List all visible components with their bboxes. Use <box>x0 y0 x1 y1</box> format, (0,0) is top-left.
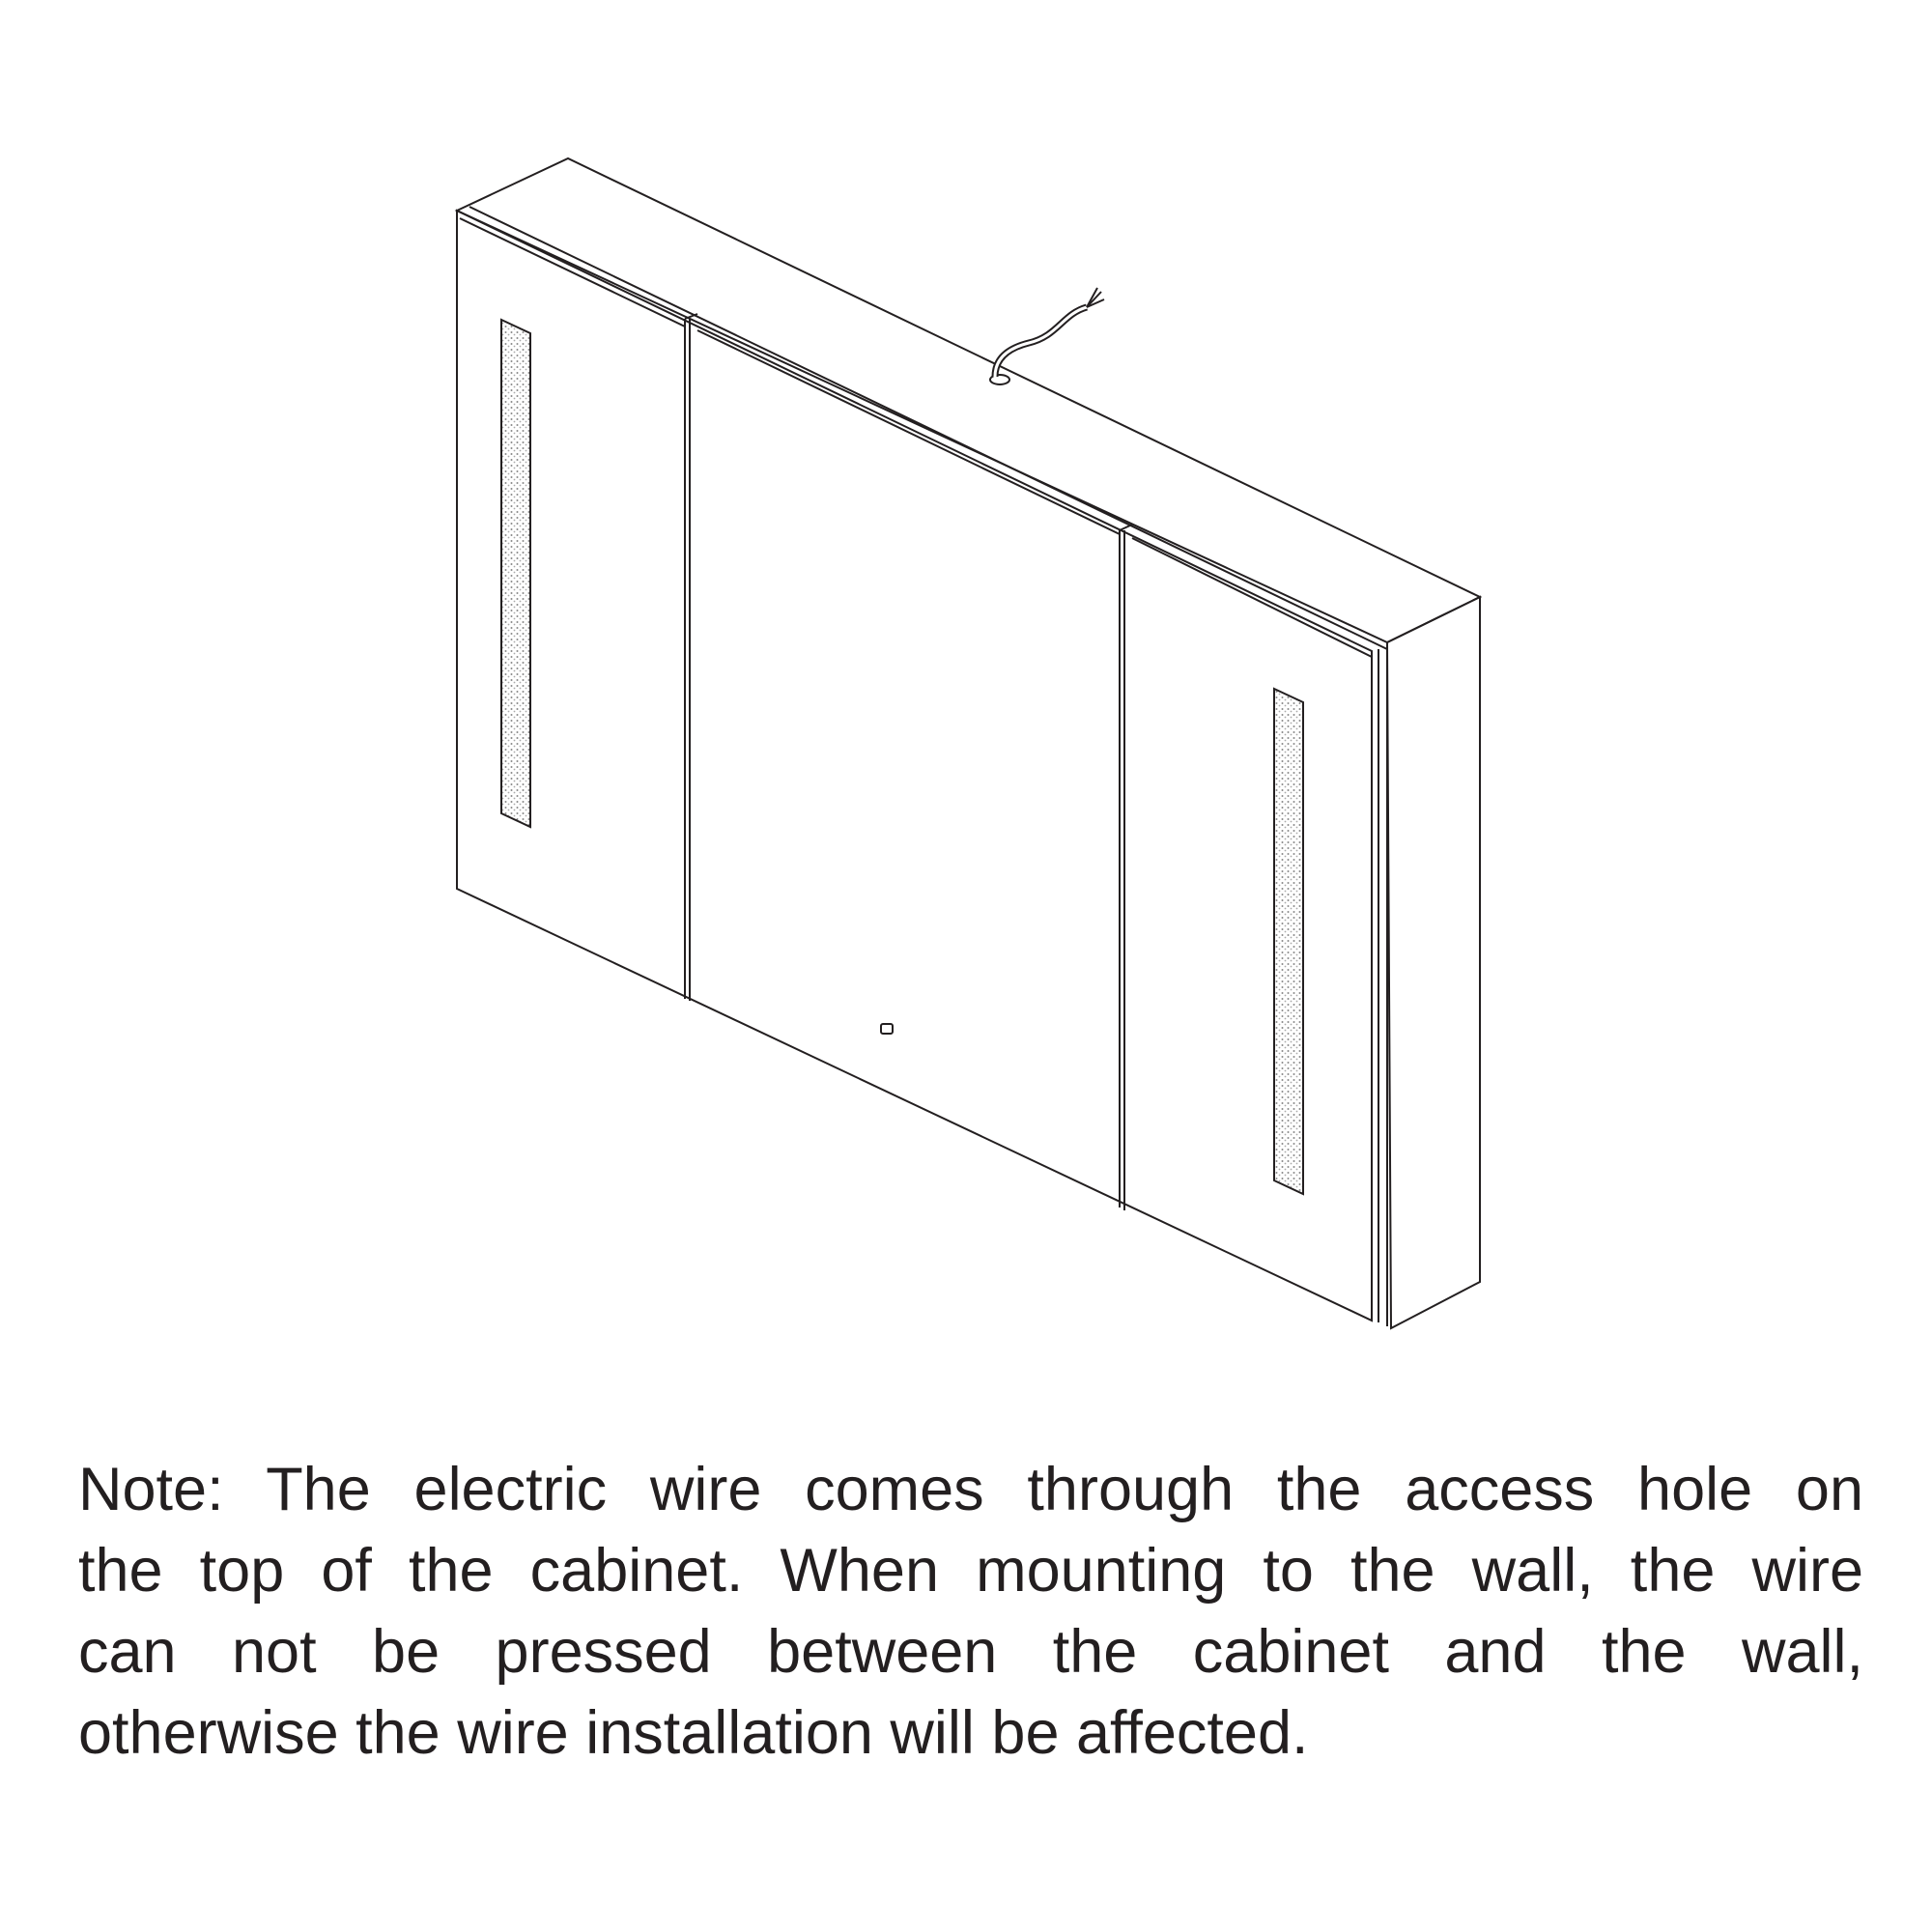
door-bevel <box>459 217 686 327</box>
access-hole <box>989 374 1010 385</box>
note-line: otherwise the wire installation will be … <box>78 1699 1309 1767</box>
cabinet-illustration <box>454 156 1483 1330</box>
wire-ends <box>1086 287 1105 308</box>
cabinet-side-surface <box>1385 595 1481 1330</box>
door-divider-left <box>684 313 698 1001</box>
cabinet-front <box>456 209 1373 1322</box>
door-bevel <box>1131 537 1373 658</box>
door-divider-right <box>1119 524 1133 1210</box>
note-line: can not be pressed between the cabinet a… <box>78 1618 1863 1686</box>
electric-wire-icon <box>991 303 1089 378</box>
door-bevel <box>696 329 1121 535</box>
note-line: the top of the cabinet. When mounting to… <box>78 1537 1863 1605</box>
door-bevel <box>469 206 1388 650</box>
led-strip-right <box>1273 687 1304 1196</box>
led-strip-left <box>500 318 531 829</box>
cabinet-top-surface <box>454 156 1483 644</box>
touch-button-icon <box>880 1023 894 1035</box>
note-line: Note: The electric wire comes through th… <box>78 1456 1863 1523</box>
installation-note: Note: The electric wire comes through th… <box>78 1449 1863 1774</box>
